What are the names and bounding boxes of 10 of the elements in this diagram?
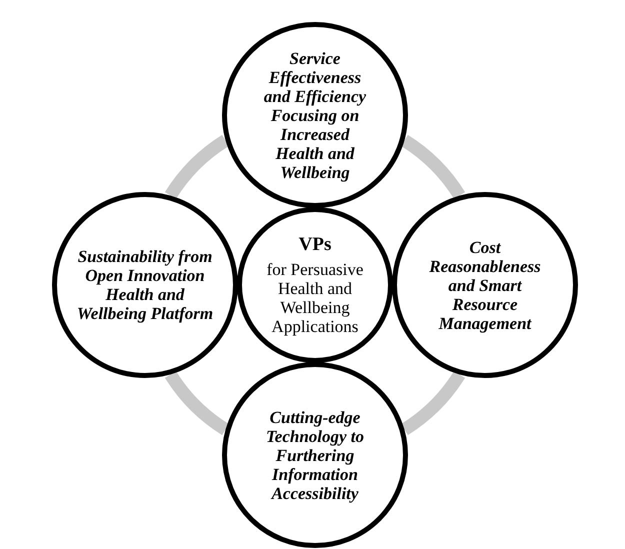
ring-segment: [165, 370, 230, 435]
node-text: for Persuasive Health and Wellbeing Applications: [266, 260, 364, 336]
node-heading: VPs: [298, 234, 332, 254]
ring-segment: [400, 135, 465, 200]
ring-segment: [165, 135, 230, 200]
ring-segment: [400, 370, 465, 435]
node-text: Cost Reasonableness and Smart Resource Management: [428, 238, 542, 332]
node-text: Sustainability from Open Innovation Health and Wellbeing Platform: [76, 247, 214, 323]
node-text: Service Effectiveness and Efficiency Focusing on Increased Health and Wellbeing: [262, 48, 368, 182]
node-text: Cutting-edge Technology to Furthering Information Accessibility: [264, 408, 366, 502]
